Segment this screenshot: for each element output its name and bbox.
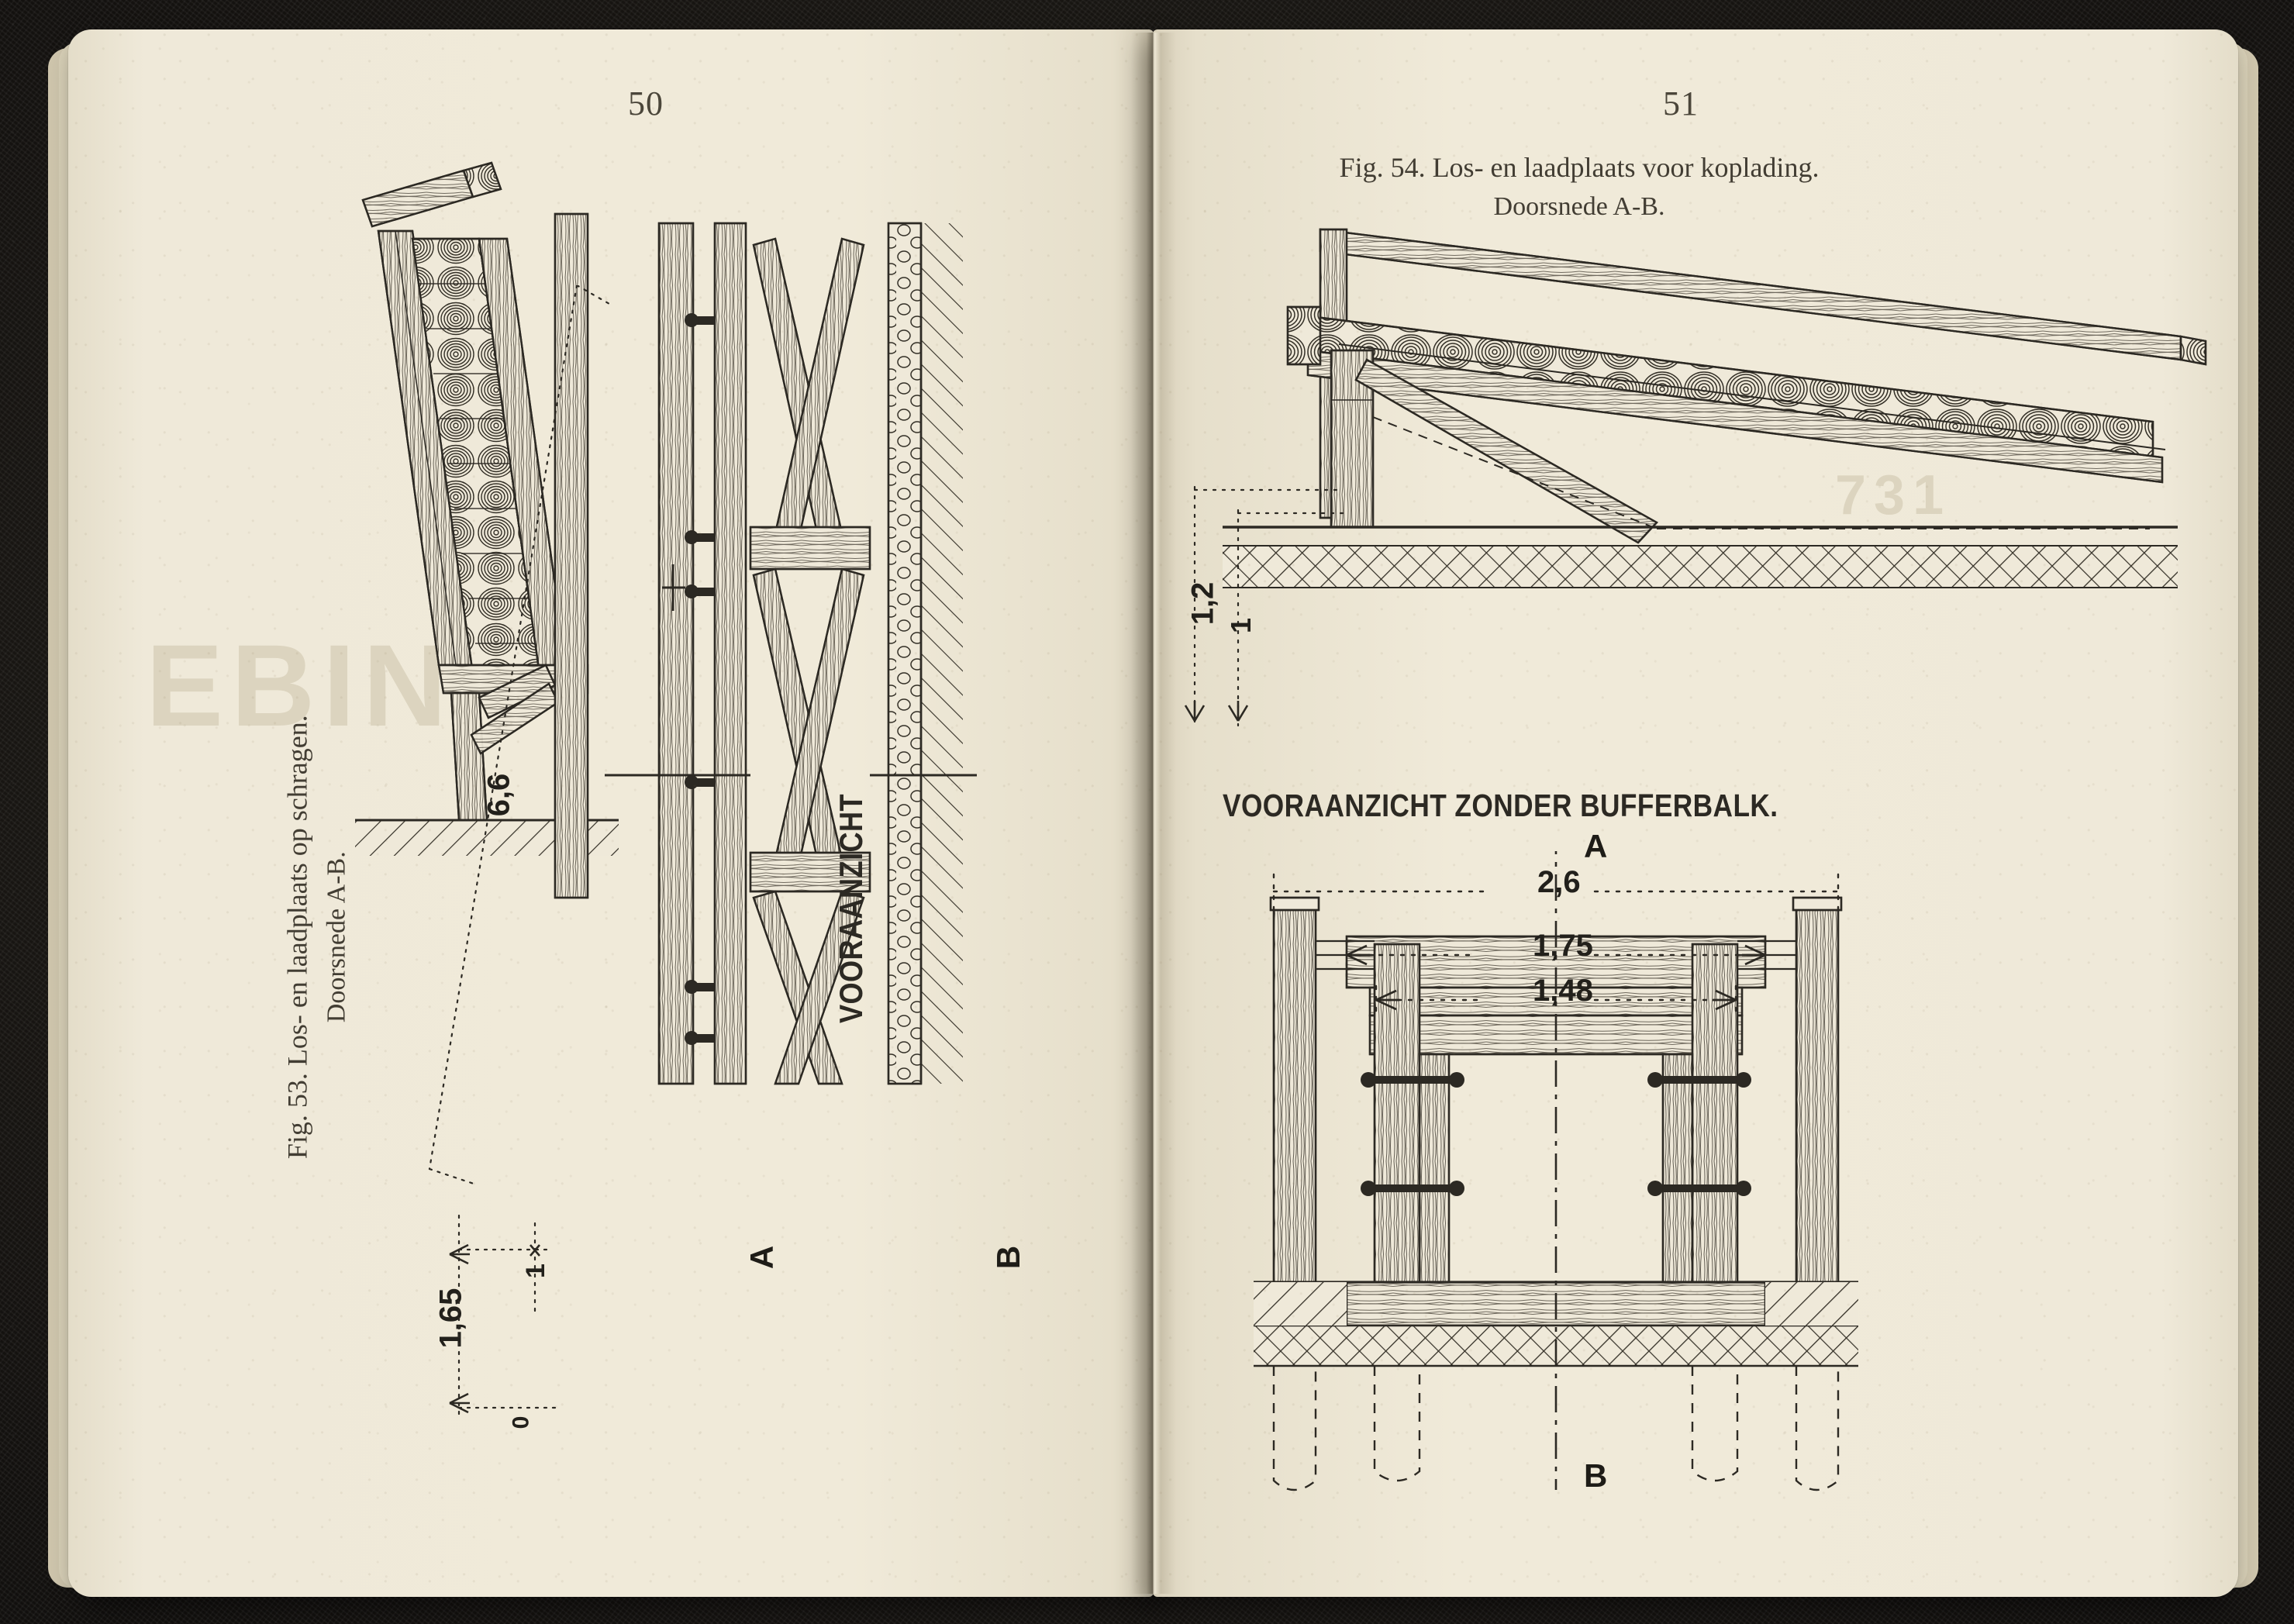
figure-54-elevation-engraving — [1254, 851, 1858, 1495]
front-elevation-label-right: VOORAANZICHT ZONDER BUFFERBALK. — [1223, 788, 1778, 823]
figure-54-caption-line2: Doorsnede A-B. — [1493, 192, 1665, 222]
figure-53-caption: Fig. 53. Los- en laadplaats op schragen.… — [277, 643, 355, 1232]
figure-53-caption-line2: Doorsnede A-B. — [322, 851, 351, 1023]
figure-53-dimension-lines — [428, 285, 611, 1419]
section-mark-b-left: B — [990, 1245, 1027, 1270]
page-number-right: 51 — [1663, 84, 1699, 122]
dimension-1: 1 — [1225, 617, 1257, 634]
figure-54-section-engraving — [1223, 184, 2215, 650]
front-elevation-label-left: VOORAANZICHT — [833, 793, 870, 1024]
figure-54-caption-line1: Fig. 54. Los- en laadplaats voor kopladi… — [1339, 152, 1820, 183]
dimension-1-48: 1,48 — [1533, 974, 1593, 1008]
section-mark-a-left: A — [743, 1245, 781, 1270]
open-book: EBIN 50 Fig. 53. Los- en laadplaats op s… — [47, 22, 2260, 1605]
book-gutter — [1131, 33, 1176, 1594]
figure-53-engraving — [355, 122, 1130, 1518]
section-mark-a-right: A — [1584, 828, 1608, 864]
page-right: 731 51 Fig. 54. Los- en laadplaats voor … — [1153, 29, 2238, 1597]
dimension-1-75: 1,75 — [1533, 929, 1593, 963]
page-number-left: 50 — [628, 84, 664, 122]
figure-53-caption-line1: Fig. 53. Los- en laadplaats op schragen. — [281, 715, 313, 1160]
dimension-1-2: 1,2 — [1185, 581, 1220, 626]
figure-54-height-dimensions — [1184, 485, 1347, 727]
dimension-2-6: 2,6 — [1537, 865, 1581, 899]
page-left: EBIN 50 Fig. 53. Los- en laadplaats op s… — [68, 29, 1154, 1597]
section-mark-b-right: B — [1584, 1457, 1608, 1494]
figure-54-width-dimensions — [1272, 873, 1840, 1014]
figure-54-caption: Fig. 54. Los- en laadplaats voor kopladi… — [1238, 147, 1920, 226]
